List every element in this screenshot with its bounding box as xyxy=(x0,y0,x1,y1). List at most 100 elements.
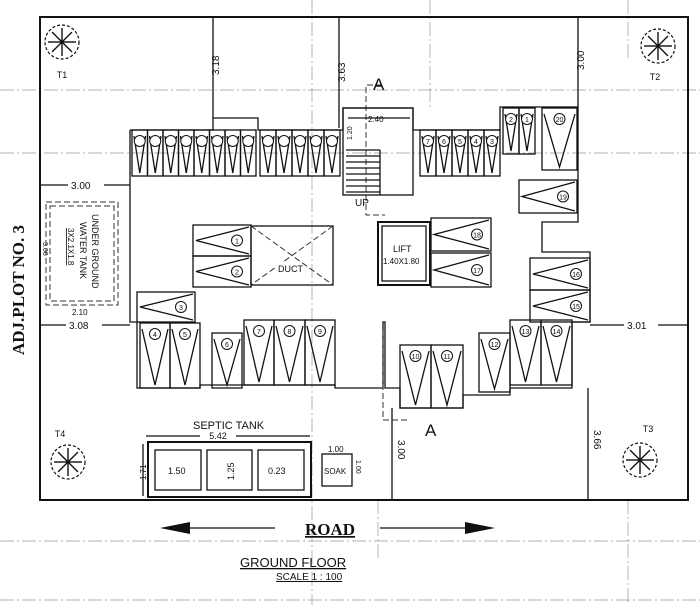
dimensions: 3.18 3.63 3.00 3.00 3.08 3.01 3.00 3.66 xyxy=(40,17,688,500)
tree-label: T4 xyxy=(55,429,66,439)
bay-number-circle xyxy=(310,135,322,147)
duct: DUCT xyxy=(250,225,334,286)
bay-number-circle xyxy=(553,113,566,125)
bay-number-circle xyxy=(195,135,208,147)
parking-bay-number: 3 xyxy=(179,305,183,312)
parking-bay xyxy=(239,129,257,177)
stair-up-label: UP xyxy=(355,198,369,209)
parking-bay: 10 xyxy=(399,344,432,409)
parking-bay-number: 12 xyxy=(491,342,499,349)
parking-bay-number: 2 xyxy=(235,270,239,277)
drawing-scale: SCALE 1 : 100 xyxy=(276,572,343,583)
parking-bay-number: 14 xyxy=(553,329,561,336)
parking-bay: 19 xyxy=(518,179,578,214)
parking-bay: 17 xyxy=(430,252,492,288)
bay-number-circle xyxy=(438,135,450,147)
parking-bay: 1 xyxy=(192,224,252,257)
staircase: 2.40 1.20 UP xyxy=(342,107,414,209)
bay-number-circle xyxy=(521,113,533,125)
bay-number-circle xyxy=(231,234,243,247)
dim-top-mid: 3.63 xyxy=(337,62,348,82)
tree-icon xyxy=(44,24,80,60)
parking-bay-number: 16 xyxy=(572,272,580,279)
parking-bay-number: 20 xyxy=(556,117,564,124)
bay-number-circle xyxy=(454,135,466,147)
tree-icon xyxy=(50,444,86,480)
parking-bay-number: 18 xyxy=(473,233,481,240)
bay-number-circle xyxy=(422,135,434,147)
septic-width: 1.71 xyxy=(139,464,148,480)
road-label: ROAD xyxy=(305,520,355,539)
tree-label: T1 xyxy=(57,70,68,80)
parking-bay-number: 10 xyxy=(412,354,420,361)
septic-chamber-3: 0.23 xyxy=(268,466,286,476)
parking-bay-number: 6 xyxy=(442,139,446,146)
parking-bay-number: 8 xyxy=(288,329,292,336)
septic-tank: SEPTIC TANK 5.42 1.50 1.25 0.23 1.71 xyxy=(139,420,312,498)
parking-bay: 5 xyxy=(169,322,201,389)
parking-bay: 2 xyxy=(502,107,520,155)
water-tank-width: 2.10 xyxy=(72,308,88,317)
parking-bay: 20 xyxy=(541,107,578,171)
parking-bay xyxy=(323,129,341,177)
dim-stair-width: 2.40 xyxy=(368,115,384,124)
parking-bay-number: 17 xyxy=(473,268,481,275)
parking-bay: 4 xyxy=(139,322,171,389)
dim-bottom-mid: 3.00 xyxy=(395,440,406,460)
bay-number-circle xyxy=(570,300,582,312)
bay-number-circle xyxy=(550,325,563,337)
bay-number-circle xyxy=(253,325,265,337)
dim-left-lower: 3.08 xyxy=(69,321,89,332)
dim-top-left: 3.18 xyxy=(211,55,222,75)
bay-number-circle xyxy=(175,301,187,313)
water-tank-line1: UNDER GROUND xyxy=(90,214,100,289)
parking-bay: 14 xyxy=(540,319,573,386)
parking-bay xyxy=(146,129,164,177)
septic-length: 5.42 xyxy=(209,431,227,441)
parking-bay: 3 xyxy=(483,129,501,177)
soak-width: 1.00 xyxy=(328,445,344,454)
parking-bay-number: 9 xyxy=(318,329,322,336)
parking-bay: 12 xyxy=(478,332,511,393)
dim-left-upper: 3.00 xyxy=(71,181,91,192)
arrow-left-icon xyxy=(160,522,190,534)
parking-bay: 18 xyxy=(430,217,492,252)
bay-number-circle xyxy=(164,135,177,147)
section-marker-top: A xyxy=(373,75,385,94)
bay-number-circle xyxy=(283,325,296,337)
parking-bay xyxy=(162,129,180,177)
bay-number-circle xyxy=(470,135,482,147)
parking-bay-number: 7 xyxy=(426,139,430,146)
bay-number-circle xyxy=(326,135,338,147)
bay-number-circle xyxy=(149,135,162,147)
bay-number-circle xyxy=(570,268,582,280)
dim-bottom-right: 3.66 xyxy=(591,430,602,450)
bay-number-circle xyxy=(471,228,483,241)
bay-number-circle xyxy=(211,135,224,147)
parking-bay: 7 xyxy=(419,129,437,177)
bay-number-circle xyxy=(231,265,243,278)
water-tank-depth: 3.00 xyxy=(41,242,48,256)
duct-label: DUCT xyxy=(278,264,303,274)
parking-bay xyxy=(291,129,309,177)
parking-bay-number: 4 xyxy=(474,139,478,146)
bay-number-circle xyxy=(278,135,290,147)
bay-number-circle xyxy=(294,135,306,147)
parking-bay: 7 xyxy=(243,319,275,386)
parking-bay xyxy=(259,129,277,177)
soak-height: 1.00 xyxy=(354,460,361,474)
plot-boundary xyxy=(39,16,689,501)
bay-number-circle xyxy=(557,190,569,203)
bay-number-circle xyxy=(505,113,517,125)
adjacent-plot-label: ADJ.PLOT NO. 3 xyxy=(9,225,28,355)
parking-bay-number: 19 xyxy=(559,195,567,202)
parking-bay-number: 6 xyxy=(225,342,229,349)
dim-top-right: 3.00 xyxy=(576,50,587,70)
parking-bay: 6 xyxy=(211,332,243,389)
lift-size: 1.40X1.80 xyxy=(383,257,420,266)
parking-bay: 16 xyxy=(529,257,591,291)
